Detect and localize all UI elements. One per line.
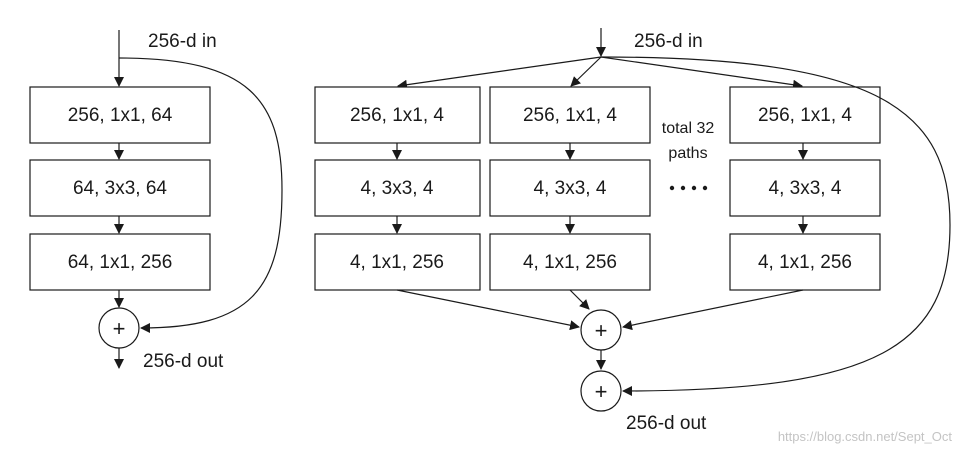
path-32-layer-2-box: [729, 159, 881, 217]
left-input-label: 256-d in: [148, 31, 217, 52]
left-layer-3-label: 64, 1x1, 256: [68, 252, 173, 273]
path-2-layer-2-box: [489, 159, 651, 217]
path-1: 256, 1x1, 4 4, 3x3, 4 4, 1x1, 256: [314, 86, 481, 291]
path-1-layer-2-label: 4, 3x3, 4: [361, 178, 434, 199]
left-layer-2-box: [29, 159, 211, 217]
path-1-layer-1-label: 256, 1x1, 4: [350, 105, 444, 126]
converge-arrow-path-32: [622, 289, 804, 331]
converge-arrow-path-2: [569, 289, 590, 310]
left-block: 256-d in 256, 1x1, 64 64, 3x3, 64 64, 1x…: [29, 30, 283, 372]
right-block: 256-d in 256, 1x1, 4 4, 3x3, 4 4, 1x1, 2…: [314, 28, 951, 434]
residual-sum-circle: [580, 370, 622, 412]
fanout-arrow-path-1: [397, 56, 602, 90]
path-2: 256, 1x1, 4 4, 3x3, 4 4, 1x1, 256: [489, 86, 651, 291]
path-32-layer-3-box: [729, 233, 881, 291]
path-2-layer-3-label: 4, 1x1, 256: [523, 252, 617, 273]
right-output-label: 256-d out: [626, 413, 707, 434]
left-sum-symbol: +: [113, 316, 126, 341]
paths-note-line-2: paths: [668, 145, 707, 162]
path-32-layer-1-box: [729, 86, 881, 144]
left-layer-2-label: 64, 3x3, 64: [73, 178, 167, 199]
converge-arrow-path-1: [396, 289, 580, 331]
path-1-layer-3-label: 4, 1x1, 256: [350, 252, 444, 273]
ellipsis-dots: [669, 185, 708, 191]
path-1-layer-1-box: [314, 86, 481, 144]
path-32-layer-1-label: 256, 1x1, 4: [758, 105, 852, 126]
fanout-arrow-path-2: [570, 56, 602, 87]
path-2-layer-1-box: [489, 86, 651, 144]
left-layer-3-box: [29, 233, 211, 291]
left-output-label: 256-d out: [143, 351, 224, 372]
path-32-layer-2-label: 4, 3x3, 4: [769, 178, 842, 199]
path-2-layer-2-label: 4, 3x3, 4: [534, 178, 607, 199]
right-input-label: 256-d in: [634, 31, 703, 52]
fanout-arrow-path-3: [600, 56, 803, 90]
watermark-text: https://blog.csdn.net/Sept_Oct: [778, 429, 953, 444]
left-layer-1-label: 256, 1x1, 64: [68, 105, 173, 126]
path-32-layer-3-label: 4, 1x1, 256: [758, 252, 852, 273]
path-1-layer-2-box: [314, 159, 481, 217]
residual-sum-symbol: +: [595, 379, 608, 404]
left-skip-connection: [118, 57, 283, 333]
path-32: 256, 1x1, 4 4, 3x3, 4 4, 1x1, 256: [729, 86, 881, 291]
paths-note-line-1: total 32: [662, 120, 715, 137]
path-2-layer-1-label: 256, 1x1, 4: [523, 105, 617, 126]
right-skip-connection: [600, 56, 951, 396]
path-2-layer-3-box: [489, 233, 651, 291]
aggregate-sum-symbol: +: [595, 318, 608, 343]
left-layer-1-box: [29, 86, 211, 144]
